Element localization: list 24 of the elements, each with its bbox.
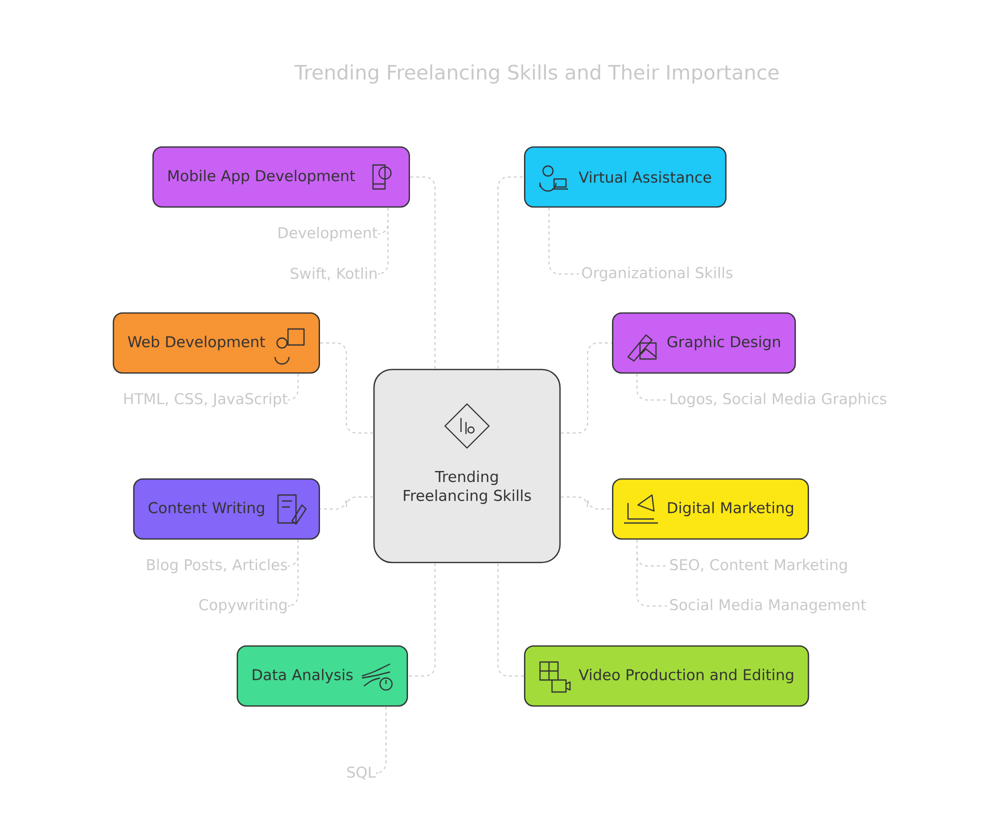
connector	[288, 373, 298, 400]
skill-box: Web Development	[112, 312, 320, 374]
connector	[498, 176, 524, 370]
skill-box: Graphic Design	[612, 312, 796, 374]
connector	[408, 562, 436, 676]
skill-box: Data Analysis	[236, 645, 408, 707]
connector	[560, 342, 612, 434]
connector	[320, 342, 374, 434]
connector	[378, 207, 388, 274]
connector	[410, 176, 436, 370]
connector	[376, 706, 386, 774]
connector	[288, 539, 298, 606]
skill-box: Mobile App Development	[152, 146, 410, 208]
connector	[320, 496, 374, 510]
connector	[636, 373, 668, 400]
skill-box: Video Production and Editing	[524, 645, 810, 707]
skill-box: Digital Marketing	[612, 478, 809, 540]
connector	[498, 562, 524, 676]
skill-box: Virtual Assistance	[524, 146, 727, 208]
connector	[636, 539, 668, 606]
connector	[548, 207, 580, 274]
connector	[560, 496, 612, 510]
central-box: Trending Freelancing Skills	[373, 368, 561, 564]
skill-box: Content Writing	[133, 478, 320, 540]
